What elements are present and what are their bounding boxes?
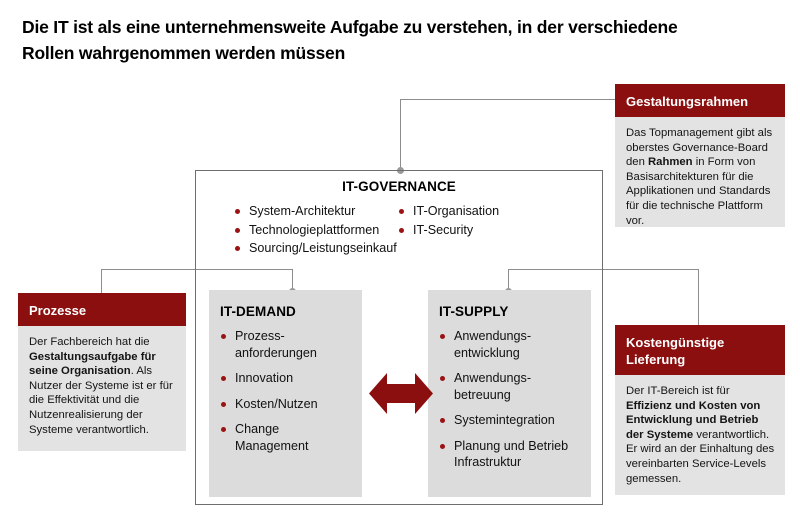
card-prozesse: Prozesse Der Fachbereich hat die Gestalt…: [18, 293, 186, 451]
connector-gestaltungsrahmen-vertical: [400, 99, 401, 171]
card-prozesse-body: Der Fachbereich hat die Gestaltungsaufga…: [18, 326, 186, 451]
it-supply-heading: IT-SUPPLY: [439, 304, 509, 319]
list-item: Technologieplattformen: [234, 222, 397, 239]
card-kostenguenstige-lieferung-body: Der IT-Bereich ist für Effizienz und Kos…: [615, 375, 785, 495]
list-item: Prozess-anforderungen: [220, 328, 360, 361]
it-governance-heading: IT-GOVERNANCE: [342, 179, 456, 194]
list-item: IT-Organisation: [398, 203, 499, 220]
connector-left-horizontal: [101, 269, 293, 270]
card-kostenguenstige-lieferung: Kostengünstige Lieferung Der IT-Bereich …: [615, 325, 785, 495]
list-item: Innovation: [220, 370, 360, 387]
list-item: Kosten/Nutzen: [220, 396, 360, 413]
double-headed-arrow-icon: [369, 371, 433, 416]
connector-demand-vertical: [292, 269, 293, 290]
page-title: Die IT ist als eine unternehmensweite Au…: [22, 17, 678, 63]
list-item: IT-Security: [398, 222, 499, 239]
connector-supply-vertical: [508, 269, 509, 290]
card-gestaltungsrahmen-heading: Gestaltungsrahmen: [615, 84, 785, 117]
list-item: System-Architektur: [234, 203, 397, 220]
list-item: Sourcing/Leistungseinkauf: [234, 240, 397, 257]
connector-prozesse-vertical: [101, 269, 102, 294]
list-item: Systemintegration: [439, 412, 591, 429]
card-gestaltungsrahmen: Gestaltungsrahmen Das Topmanagement gibt…: [615, 84, 785, 227]
card-gestaltungsrahmen-body: Das Topmanagement gibt als oberstes Gove…: [615, 117, 785, 227]
connector-gestaltungsrahmen-horizontal: [400, 99, 616, 100]
card-kostenguenstige-lieferung-heading: Kostengünstige Lieferung: [615, 325, 785, 375]
connector-kostenguenstige-vertical: [698, 269, 699, 325]
it-demand-heading: IT-DEMAND: [220, 304, 296, 319]
card-prozesse-heading: Prozesse: [18, 293, 186, 326]
list-item: Anwendungs-betreuung: [439, 370, 591, 403]
it-organisation-frame: [195, 170, 603, 505]
connector-right-horizontal: [508, 269, 699, 270]
list-item: Anwendungs-entwicklung: [439, 328, 591, 361]
